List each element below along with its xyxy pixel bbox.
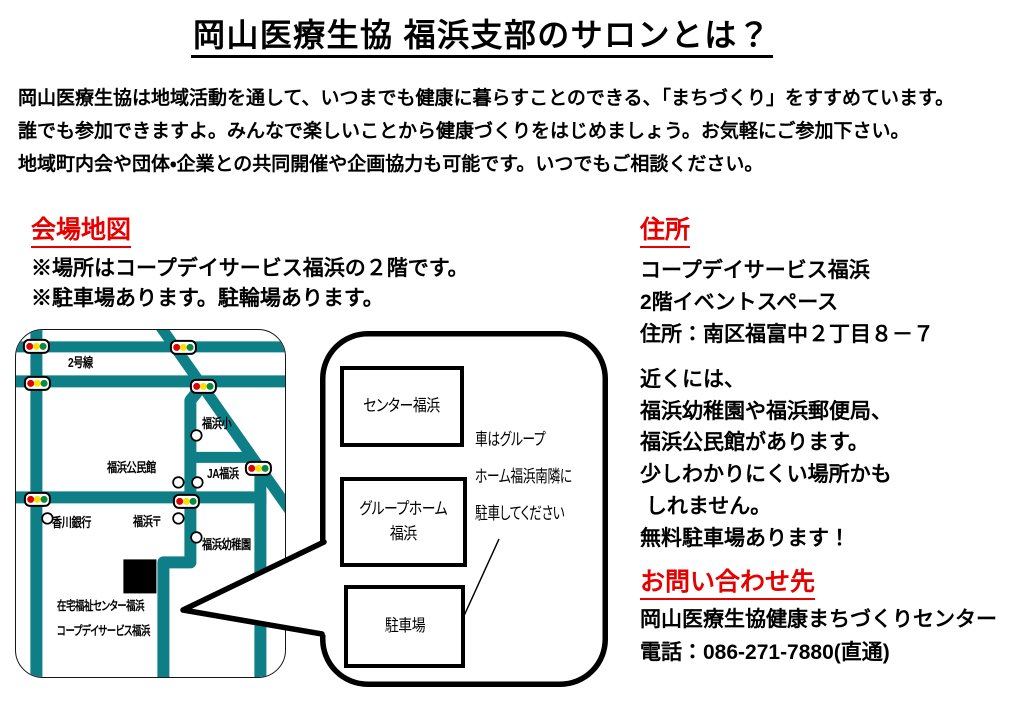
signal-yellow-dot [182, 497, 190, 505]
signal-red-dot [173, 343, 181, 351]
signal-yellow-dot [33, 495, 41, 503]
nearby-line-6: 無料駐車場あります！ [640, 526, 850, 550]
address-line-3: 住所：南区福富中２丁目８－７ [640, 323, 934, 346]
signal-green-dot [40, 379, 48, 387]
traffic-light-7 [172, 493, 200, 509]
traffic-light-6 [23, 491, 51, 507]
contact-line-1: 岡山医療生協健康まちづくりセンター [640, 608, 997, 631]
signal-red-dot [26, 342, 34, 350]
address-line-2: 2階イベントスペース [640, 291, 839, 314]
circle-kindergarten [190, 531, 203, 544]
contact-lines: 岡山医療生協健康まちづくりセンター 電話：086-271-7880(直通) [640, 604, 997, 669]
signal-red-dot [248, 464, 256, 472]
bubble-box2-line2: 福浜 [390, 525, 417, 543]
nearby-line-2: 福浜幼稚園や福浜郵便局、 [640, 399, 892, 423]
title-row: 岡山医療生協 福浜支部のサロンとは？ [0, 18, 964, 58]
circle-community-center [172, 476, 185, 489]
signal-yellow-dot [32, 342, 40, 350]
intro-line-1: 岡山医療生協は地域活動を通して、いつまでも健康に暮らすことのできる、「まちづくり… [18, 88, 955, 109]
map-label-center-line2: コープデイサービス福浜 [57, 624, 150, 638]
bubble-note: 車はグループ ホーム福浜南隣に 駐車してください [475, 421, 572, 532]
signal-yellow-dot [254, 464, 262, 472]
map-label-center-line1: 在宅福祉センター福浜 [57, 599, 145, 613]
venue-note-1: ※場所はコープデイサービス福浜の２階です。 [31, 257, 469, 280]
signal-red-dot [27, 379, 35, 387]
traffic-light-4 [189, 378, 217, 394]
contact-heading-text: お問い合わせ先 [640, 569, 816, 600]
address-heading: 住所 [640, 217, 691, 248]
map-label-elementary: 福浜小 [202, 416, 232, 431]
signal-green-dot [189, 497, 197, 505]
map-label-route2: 2号線 [68, 355, 93, 370]
venue-note-2: ※駐車場あります。駐輪場あります。 [31, 287, 384, 310]
address-lines: コープデイサービス福浜 2階イベントスペース 住所：南区福富中２丁目８－７ [640, 255, 934, 351]
intro-line-3: 地域町内会や団体・企業との共同開催や企画協力も可能です。いつでもご相談ください。 [18, 154, 764, 175]
circle-elementary [190, 429, 203, 442]
traffic-light-3 [23, 375, 51, 391]
signal-green-dot [206, 382, 214, 390]
intro-paragraph: 岡山医療生協は地域活動を通して、いつまでも健康に暮らすことのできる、「まちづくり… [18, 82, 954, 181]
building-block [123, 559, 157, 594]
bubble-note-line1: 車はグループ [475, 430, 546, 449]
bubble-box3-label: 駐車場 [384, 617, 425, 635]
bubble-note-line2: ホーム福浜南隣に [475, 467, 572, 486]
road-vertical-middle [157, 380, 209, 677]
address-line-1: コープデイサービス福浜 [640, 259, 870, 282]
bubble-box2-line1: グループホーム [359, 500, 448, 518]
bubble-box-parking: 駐車場 [344, 585, 465, 668]
signal-yellow-dot [33, 379, 41, 387]
nearby-line-3: 福浜公民館があります。 [640, 431, 869, 455]
signal-green-dot [40, 495, 48, 503]
map-label-community-center: 福浜公民館 [107, 460, 156, 475]
page-title: 岡山医療生協 福浜支部のサロンとは？ [190, 18, 774, 58]
intro-line-2: 誰でも参加できますよ。みんなで楽しいことから健康づくりをはじめましょう。お気軽に… [18, 121, 910, 142]
nearby-line-5: しれません。 [640, 494, 772, 518]
bubble-box1-label: センター福浜 [363, 397, 441, 415]
traffic-light-1 [22, 338, 50, 354]
circle-post-office [172, 512, 185, 525]
circle-kagawa-bank [41, 512, 54, 525]
road-diagonal [156, 330, 285, 514]
venue-map: 2号線 福浜小 福浜公民館 JA福浜 香川銀行 福浜〒 福浜幼稚園 在宅福祉セン… [15, 329, 286, 678]
nearby-paragraph: 近くには、 福浜幼稚園や福浜郵便局、 福浜公民館があります。 少しわかりにくい場… [640, 364, 892, 554]
map-label-kagawa-bank: 香川銀行 [52, 515, 92, 530]
traffic-light-5 [244, 460, 272, 476]
bubble-box-center-fukuhama: センター福浜 [340, 366, 464, 447]
bubble-note-line3: 駐車してください [475, 504, 565, 523]
venue-notes: ※場所はコープデイサービス福浜の２階です。 ※駐車場あります。駐輪場あります。 [31, 254, 469, 314]
signal-yellow-dot [179, 343, 187, 351]
signal-green-dot [261, 464, 269, 472]
traffic-light-2 [169, 339, 197, 355]
contact-line-2: 電話：086-271-7880(直通) [640, 640, 890, 664]
signal-green-dot [39, 342, 47, 350]
map-label-post-office: 福浜〒 [133, 514, 161, 529]
nearby-line-1: 近くには、 [640, 368, 745, 391]
contact-heading: お問い合わせ先 [640, 569, 816, 600]
signal-red-dot [176, 497, 184, 505]
traffic-lights [22, 338, 272, 509]
bubble-box2-label: グループホーム福浜 [360, 497, 448, 547]
bubble-box-group-home: グループホーム福浜 [340, 477, 467, 567]
address-heading-text: 住所 [640, 217, 691, 248]
signal-green-dot [186, 343, 194, 351]
nearby-line-4: 少しわかりにくい場所かも [640, 463, 892, 487]
map-label-ja-bank: JA福浜 [207, 466, 239, 481]
venue-map-heading-text: 会場地図 [31, 217, 132, 248]
signal-red-dot [193, 382, 201, 390]
circle-ja-bank [191, 476, 204, 489]
signal-yellow-dot [199, 382, 207, 390]
map-label-kindergarten: 福浜幼稚園 [202, 537, 251, 552]
venue-map-heading: 会場地図 [31, 217, 132, 248]
signal-red-dot [27, 495, 35, 503]
